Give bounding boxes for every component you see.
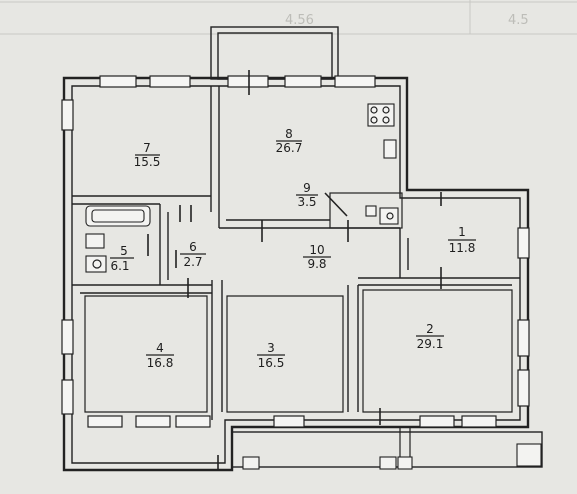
- room-3-number: 3: [267, 341, 275, 355]
- background-cell-a: 4.56: [285, 13, 314, 28]
- room-2-number: 2: [426, 322, 434, 336]
- background-table: 4.56 4.5: [0, 0, 577, 35]
- room-7-number: 7: [143, 141, 151, 155]
- room-4-area: 16.8: [147, 356, 174, 370]
- windows: [61, 75, 530, 428]
- room-5-area: 6.1: [110, 259, 129, 273]
- room-9-number: 9: [303, 181, 311, 195]
- room-10-area: 9.8: [307, 257, 326, 271]
- outer-walls: [62, 76, 530, 472]
- room-5-number: 5: [120, 244, 128, 258]
- toilet-icon: [85, 255, 107, 273]
- closet-sink-icon: [365, 205, 377, 217]
- bottom-balcony: [231, 427, 543, 470]
- room-labels: 7 15.5 8 26.7 9 3.5 5 6.1 6 2.7 10 9.8 1…: [110, 127, 476, 370]
- room-8-number: 8: [285, 127, 293, 141]
- closet-toilet-icon: [379, 207, 399, 225]
- room-6-area: 2.7: [183, 255, 202, 269]
- door-marks: [147, 70, 442, 470]
- room-2-area: 29.1: [417, 337, 444, 351]
- room-9-area: 3.5: [297, 195, 316, 209]
- stove-icon: [367, 103, 395, 127]
- room-8-area: 26.7: [276, 141, 303, 155]
- room-1-number: 1: [458, 225, 466, 239]
- room-4-number: 4: [156, 341, 164, 355]
- kitchen-sink-icon: [383, 139, 397, 159]
- fixtures: [85, 103, 399, 273]
- room-3-area: 16.5: [258, 356, 285, 370]
- room-6-number: 6: [189, 240, 197, 254]
- washbasin-icon: [85, 233, 105, 249]
- background-cell-b: 4.5: [508, 13, 529, 28]
- top-balcony: [210, 26, 339, 80]
- room-1-area: 11.8: [449, 241, 476, 255]
- room-10-number: 10: [309, 243, 324, 257]
- room-7-area: 15.5: [134, 155, 161, 169]
